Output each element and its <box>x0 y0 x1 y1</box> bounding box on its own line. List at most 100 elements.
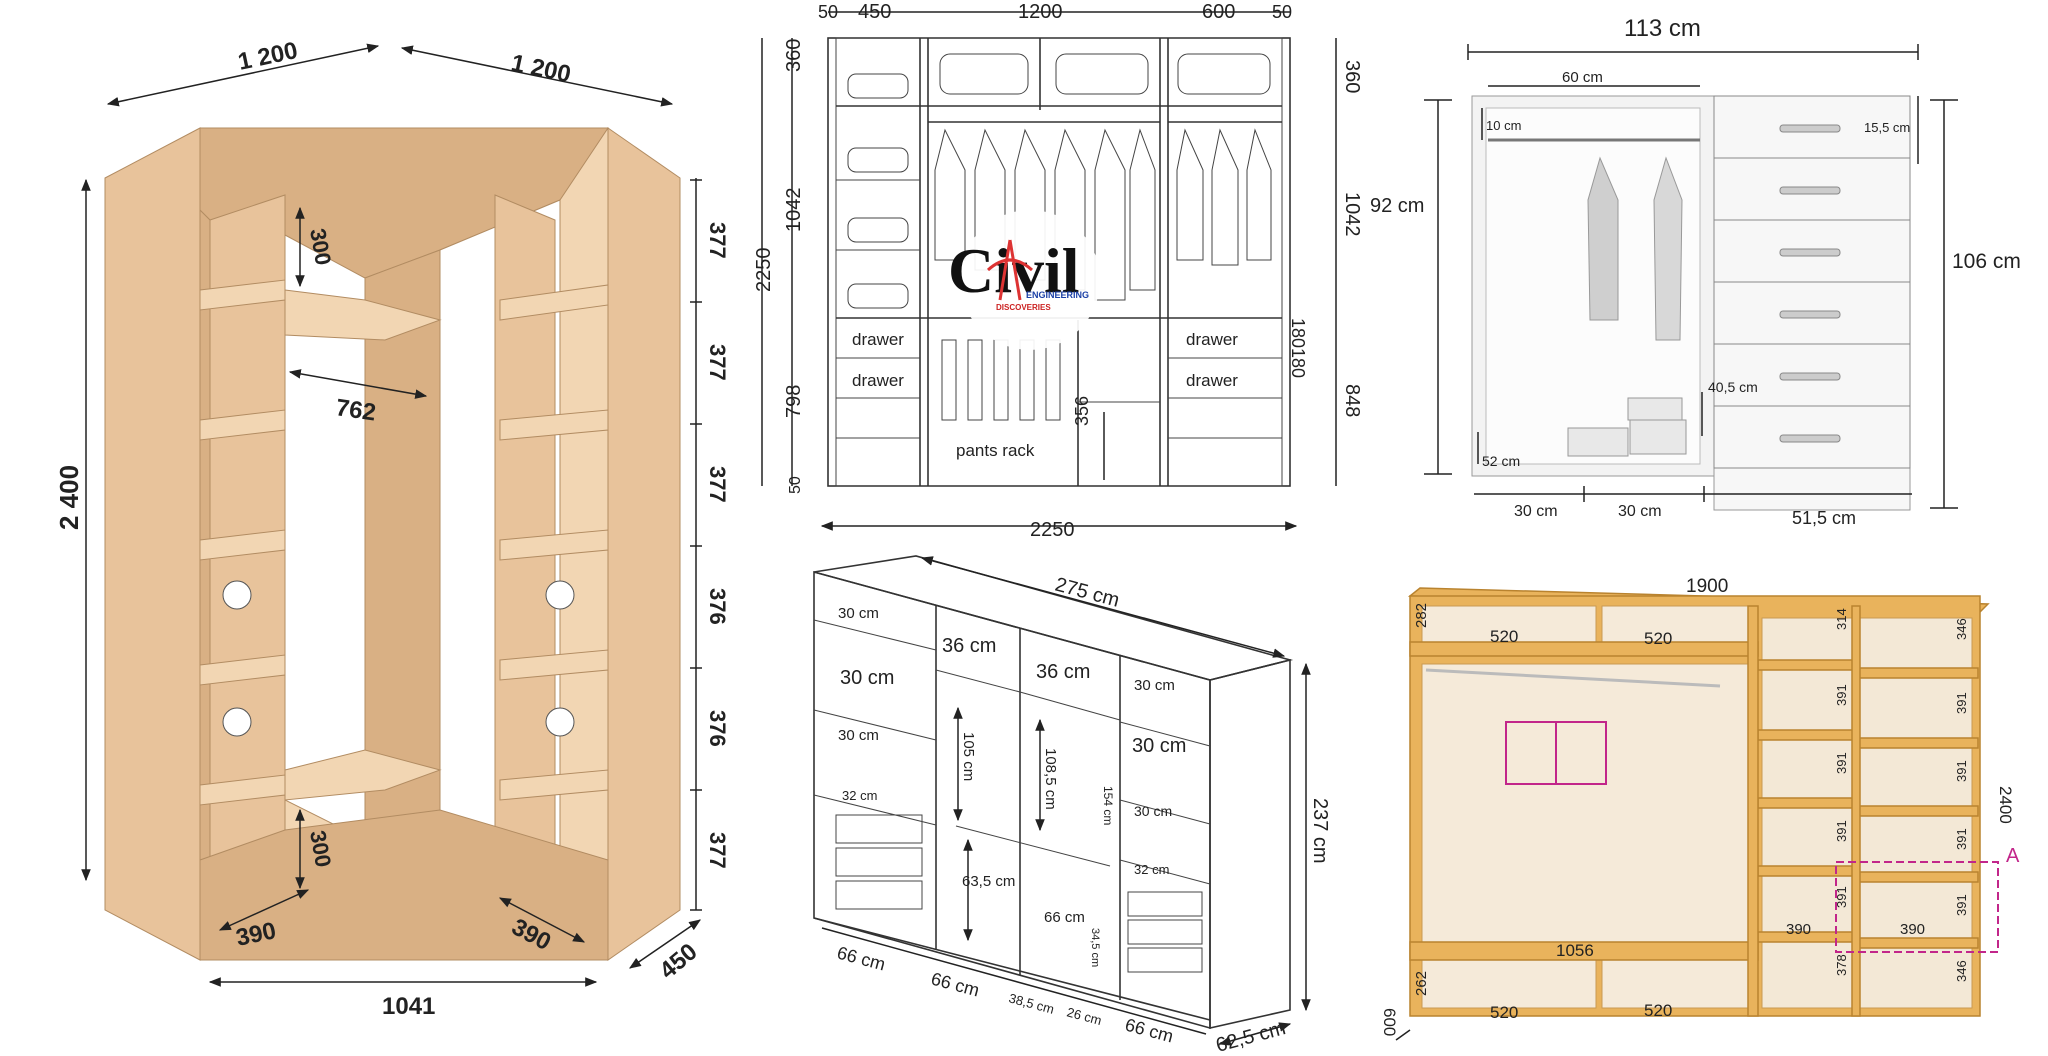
slide-label-12: 32 cm <box>842 788 877 803</box>
oak-col3-2: 391 <box>1834 684 1849 706</box>
slide-depth: 62,5 cm <box>1214 1017 1288 1056</box>
logo-line1: ENGINEERING <box>1026 290 1089 300</box>
slide-bottom-5: 66 cm <box>1123 1015 1176 1047</box>
slide-bottom-2: 66 cm <box>929 969 982 1001</box>
drawer-label-1: drawer <box>852 330 904 349</box>
small-drawer-height: 15,5 cm <box>1864 120 1910 135</box>
slide-label-1: 30 cm <box>838 605 879 622</box>
small-bottom-2: 30 cm <box>1618 503 1662 520</box>
small-top-gap: 10 cm <box>1486 118 1521 133</box>
slide-height: 237 cm <box>1309 798 1331 864</box>
elev-top-dim-3: 1200 <box>1018 1 1063 23</box>
sliding-wardrobe-panel: 275 cm 237 cm 62,5 cm 30 cm 36 cm 36 cm … <box>813 555 1331 1056</box>
oak-width: 1900 <box>1686 576 1728 597</box>
drawer-label-3: drawer <box>1186 330 1238 349</box>
corner-top-right-label: 1 200 <box>509 49 573 88</box>
oak-col3-1: 314 <box>1834 608 1849 630</box>
slide-label-10: 154 cm <box>1101 786 1115 825</box>
slide-label-8: 105 cm <box>960 732 977 781</box>
right-spacing-5: 376 <box>705 710 730 747</box>
elev-right-dim-1: 360 <box>1341 60 1363 93</box>
small-wardrobe-panel: 113 cm 60 cm 10 cm 92 cm 15,5 cm 106 cm … <box>1370 15 2021 528</box>
folded-clothes-icon <box>847 53 1271 309</box>
drawer-label-2: drawer <box>852 371 904 390</box>
oak-col3-6: 378 <box>1834 954 1849 976</box>
detail-a-box <box>1835 861 1999 953</box>
elev-top-dim-2: 450 <box>858 1 891 23</box>
slide-label-4: 30 cm <box>1134 677 1175 694</box>
elev-left-dim-1: 360 <box>783 39 805 72</box>
oak-col4-2: 391 <box>1954 692 1969 714</box>
oak-shelf-width-2: 390 <box>1900 921 1925 938</box>
hanging-coat-icon <box>1653 156 1683 341</box>
slide-label-6: 30 cm <box>838 727 879 744</box>
civil-engineering-logo: Civil ENGINEERING DISCOVERIES <box>948 210 1100 350</box>
slide-label-13: 32 cm <box>1134 862 1169 877</box>
corner-top-left-label: 1 200 <box>236 37 300 76</box>
oak-cell-3: 520 <box>1490 1003 1518 1022</box>
elev-top-dim-4: 600 <box>1202 1 1235 23</box>
small-inner-width: 60 cm <box>1562 69 1603 86</box>
right-spacing-6: 377 <box>705 832 730 869</box>
elev-top-dim-1: 50 <box>818 2 838 22</box>
elev-right-dim-3: 848 <box>1341 384 1363 417</box>
right-spacing-1: 377 <box>705 222 730 259</box>
slide-bottom-1: 66 cm <box>835 943 888 975</box>
elev-left-dim-4: 50 <box>787 476 804 494</box>
oak-col4-3: 391 <box>1954 760 1969 782</box>
slide-label-7: 30 cm <box>1132 735 1186 757</box>
small-bottom-3: 51,5 cm <box>1792 508 1856 528</box>
small-width-label: 113 cm <box>1624 15 1701 42</box>
slide-label-3: 36 cm <box>1036 661 1090 683</box>
slide-label-2: 36 cm <box>942 635 996 657</box>
oak-col3-4: 391 <box>1834 820 1849 842</box>
elev-top-dim-5: 50 <box>1272 2 1292 22</box>
slide-label-9: 108,5 cm <box>1042 748 1059 810</box>
corner-height-label: 2 400 <box>54 465 84 530</box>
elev-overall-height: 2250 <box>753 248 775 293</box>
small-shoe-height: 52 cm <box>1482 453 1520 469</box>
small-height-left: 92 cm <box>1370 195 1424 217</box>
elev-overlap-dim: 180180 <box>1288 318 1308 378</box>
oak-col4-1: 346 <box>1954 618 1969 640</box>
slide-width: 275 cm <box>1053 574 1122 612</box>
corner-depth-label: 762 <box>334 394 377 426</box>
corner-base-width-label: 1041 <box>382 993 435 1020</box>
oak-cell-4: 520 <box>1644 1001 1672 1020</box>
slide-bottom-4: 26 cm <box>1065 1004 1103 1028</box>
small-bottom-1: 30 cm <box>1514 503 1558 520</box>
elevation-panel: 50 450 1200 600 50 360 1042 798 50 2250 … <box>753 1 1363 541</box>
slide-label-5: 30 cm <box>840 667 894 689</box>
oak-wardrobe-panel: 1900 2400 600 282 262 520 520 520 520 10… <box>1380 576 2020 1041</box>
slide-label-14: 63,5 cm <box>962 873 1015 890</box>
logo-line2: DISCOVERIES <box>996 303 1051 312</box>
drawer-stack <box>1713 95 1911 469</box>
hanging-shirt-icon <box>1587 156 1619 321</box>
oak-depth: 600 <box>1380 1008 1399 1036</box>
elev-left-dim-3: 798 <box>783 385 805 418</box>
pants-rack-label: pants rack <box>956 441 1035 460</box>
oak-bottom-left-h: 262 <box>1413 971 1430 996</box>
corner-wardrobe-panel: 1 200 1 200 2 400 300 762 300 390 390 10… <box>54 37 730 1020</box>
slide-bottom-3: 38,5 cm <box>1007 990 1056 1016</box>
corner-side-depth-label: 450 <box>655 938 703 984</box>
oak-col4-6: 346 <box>1954 960 1969 982</box>
elev-inner-dim: 356 <box>1072 396 1092 426</box>
small-height-right: 106 cm <box>1952 250 2021 273</box>
oak-cell-2: 520 <box>1644 629 1672 648</box>
oak-rail-width: 1056 <box>1556 941 1594 960</box>
right-spacing-ticks <box>690 179 702 911</box>
oak-col3-5: 391 <box>1834 886 1849 908</box>
elev-bottom-width: 2250 <box>1030 519 1075 541</box>
oak-col4-4: 391 <box>1954 828 1969 850</box>
oak-shelves <box>1747 605 1979 1017</box>
oak-top-left-h: 282 <box>1413 603 1430 628</box>
slide-label-16: 34,5 cm <box>1089 928 1101 967</box>
drawer-label-4: drawer <box>1186 371 1238 390</box>
elev-right-dim-2: 1042 <box>1341 192 1363 237</box>
oak-col3-3: 391 <box>1834 752 1849 774</box>
slide-label-11: 30 cm <box>1134 803 1172 819</box>
right-spacing-3: 377 <box>705 466 730 503</box>
right-spacing-2: 377 <box>705 344 730 381</box>
